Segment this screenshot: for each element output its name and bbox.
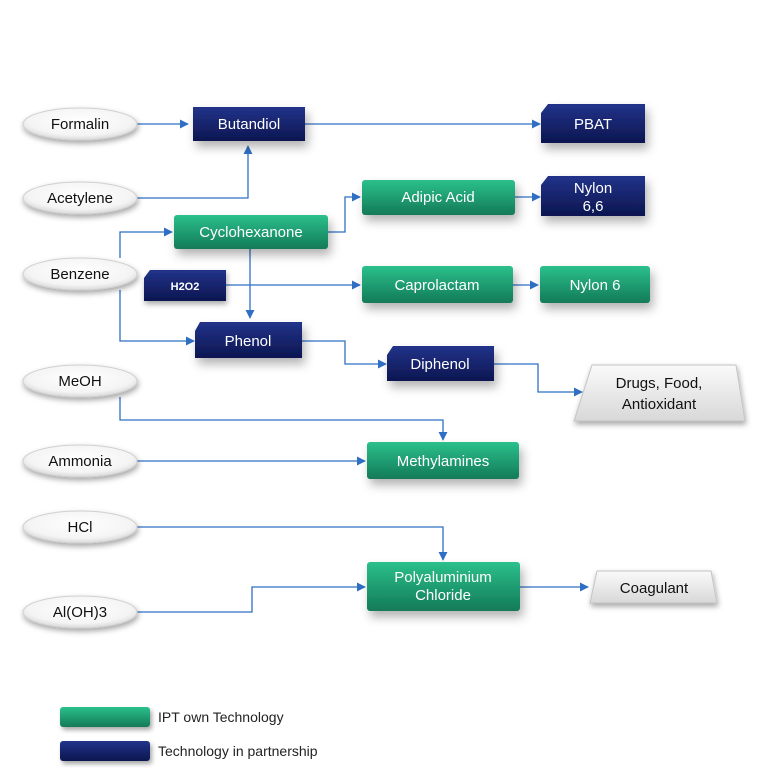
arrow-hcl-polyaluminium: [137, 526, 448, 561]
legend-partner-swatch: [60, 741, 150, 761]
raw-aloh3: Al(OH)3: [22, 595, 138, 629]
raw-ammonia: Ammonia: [22, 444, 138, 478]
node-cyclohexanone: Cyclohexanone: [174, 215, 328, 249]
node-caprolactam: Caprolactam: [362, 266, 513, 303]
raw-hcl: HCl: [22, 510, 138, 544]
legend-partner-technology: Technology in partnership: [60, 741, 318, 761]
legend-own-technology: IPT own Technology: [60, 707, 284, 727]
node-adipic-acid: Adipic Acid: [362, 180, 515, 215]
node-nylon66-label-2: 6,6: [583, 198, 604, 215]
node-caprolactam-label: Caprolactam: [394, 277, 479, 294]
product-drugs-label-2: Antioxidant: [622, 396, 697, 413]
node-polyaluminium-chloride: Polyaluminium Chloride: [367, 562, 520, 611]
node-diphenol: Diphenol: [387, 346, 494, 381]
node-butandiol: Butandiol: [193, 107, 305, 141]
arrow-phenol-diphenol: [302, 340, 387, 369]
node-diphenol-label: Diphenol: [410, 356, 469, 373]
raw-meoh-label: MeOH: [58, 373, 101, 390]
legend-own-label: IPT own Technology: [158, 709, 284, 725]
node-adipic-acid-label: Adipic Acid: [401, 189, 474, 206]
raw-meoh: MeOH: [22, 364, 138, 398]
raw-formalin: Formalin: [22, 107, 138, 141]
node-nylon6-label: Nylon 6: [570, 277, 621, 294]
product-coagulant: Coagulant: [589, 570, 718, 604]
arrow-benzene-cyclohexanone: [119, 227, 173, 258]
product-coagulant-label: Coagulant: [620, 580, 689, 597]
raw-benzene: Benzene: [22, 257, 138, 291]
node-cyclohexanone-label: Cyclohexanone: [199, 224, 302, 241]
node-polyaluminium-label-2: Chloride: [415, 587, 471, 604]
product-drugs-food-antioxidant: Drugs, Food, Antioxidant: [573, 364, 746, 422]
arrow-cyclohexanone-adipic: [328, 192, 361, 233]
node-nylon66-label-1: Nylon: [574, 180, 612, 197]
node-pbat-label: PBAT: [574, 116, 612, 133]
product-drugs-label-1: Drugs, Food,: [616, 375, 703, 392]
raw-acetylene-label: Acetylene: [47, 190, 113, 207]
arrow-aloh3-polyaluminium: [137, 582, 366, 613]
legend-own-swatch: [60, 707, 150, 727]
node-h2o2: H2O2: [144, 270, 226, 301]
node-nylon6: Nylon 6: [540, 266, 650, 303]
raw-ammonia-label: Ammonia: [48, 453, 112, 470]
arrow-benzene-phenol: [119, 290, 195, 346]
node-methylamines-label: Methylamines: [397, 453, 490, 470]
node-butandiol-label: Butandiol: [218, 116, 281, 133]
raw-benzene-label: Benzene: [50, 266, 109, 283]
legend-partner-label: Technology in partnership: [158, 743, 318, 759]
arrow-acetylene-butandiol: [137, 145, 253, 199]
node-phenol: Phenol: [195, 322, 302, 358]
node-polyaluminium-label-1: Polyaluminium: [394, 569, 492, 586]
node-h2o2-label: H2O2: [171, 281, 200, 293]
node-nylon66: Nylon 6,6: [541, 176, 645, 216]
raw-hcl-label: HCl: [68, 519, 93, 536]
raw-formalin-label: Formalin: [51, 116, 109, 133]
raw-aloh3-label: Al(OH)3: [53, 604, 107, 621]
node-pbat: PBAT: [541, 104, 645, 143]
arrow-diphenol-drugs: [494, 363, 583, 397]
raw-acetylene: Acetylene: [22, 181, 138, 215]
node-phenol-label: Phenol: [225, 333, 272, 350]
arrow-meoh-methylamines: [119, 397, 448, 441]
node-methylamines: Methylamines: [367, 442, 519, 479]
